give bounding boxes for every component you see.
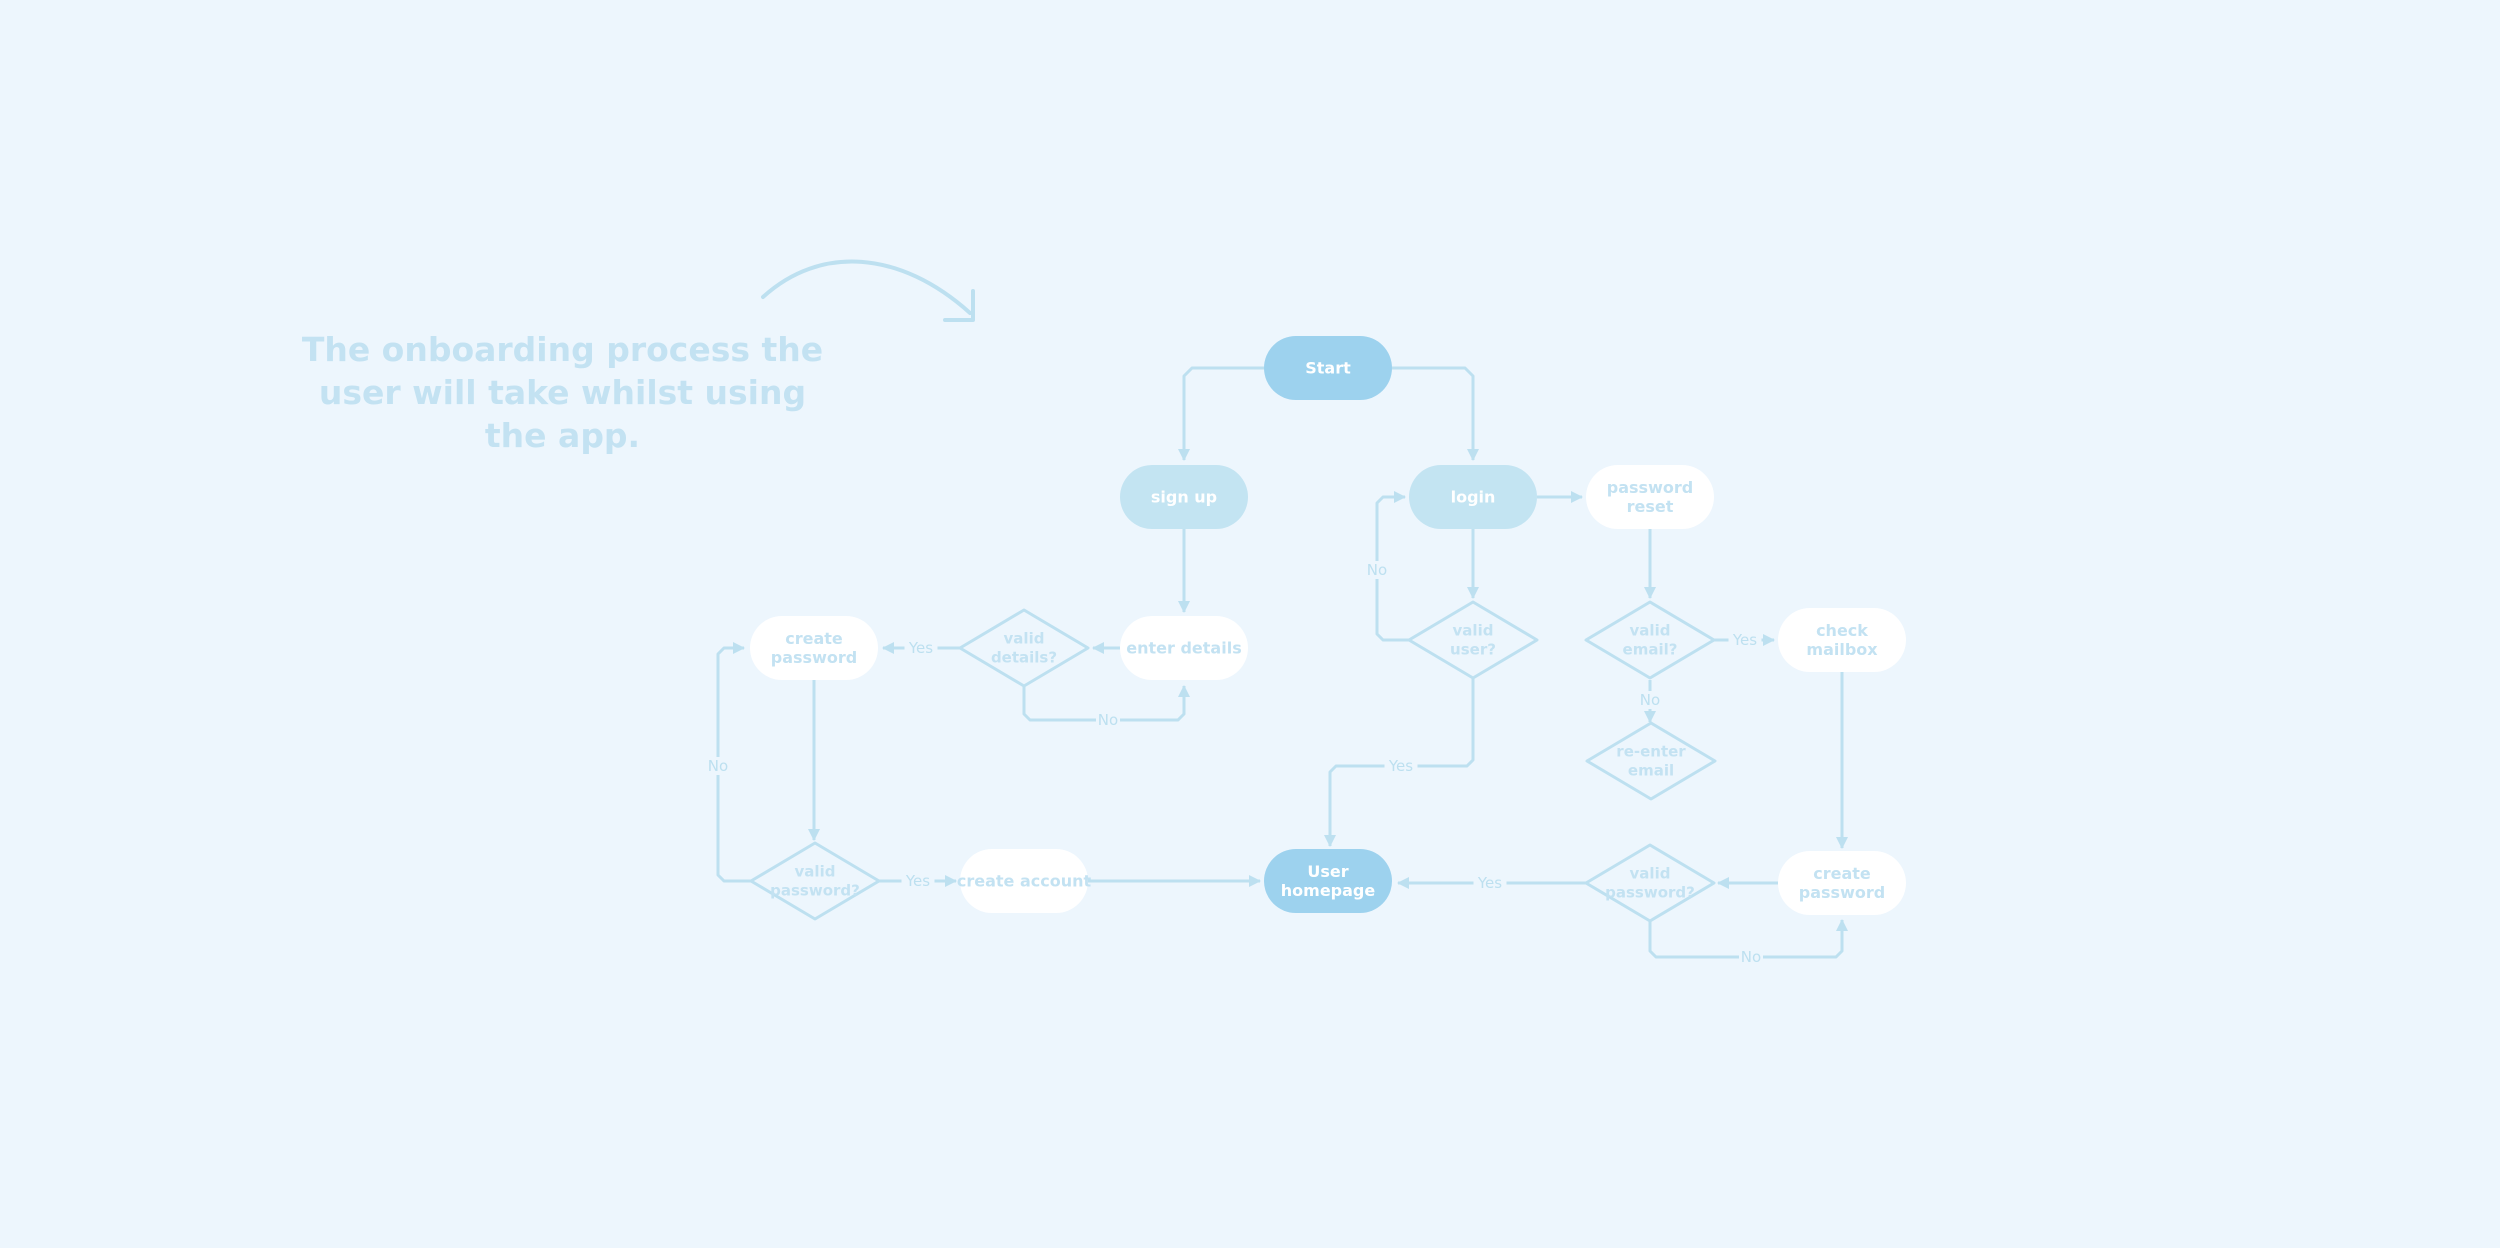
edge-valid-password-left-to-create-password-left-label: No: [708, 757, 728, 775]
node-start: Start: [1264, 336, 1392, 400]
edge-valid-user-to-login-label-bg: [1365, 561, 1389, 579]
node-create-account-shape: [960, 849, 1088, 913]
edge-valid-password-right-to-create-password-right-label: No: [1741, 948, 1761, 966]
node-user-homepage-shape: [1264, 849, 1392, 913]
node-start-label-1: Start: [1305, 359, 1351, 378]
node-valid-password-left-shape: [749, 841, 881, 921]
edge-valid-email-to-check-mailbox-label: Yes: [1732, 631, 1757, 649]
node-create-account-label-1: create account: [957, 872, 1092, 891]
node-valid-email-shape: [1584, 600, 1716, 680]
node-create-password-left-label-2: password: [771, 648, 857, 667]
edge-valid-email-to-re-enter-email-label: No: [1640, 691, 1660, 709]
node-valid-details-label-2: details?: [991, 649, 1057, 667]
node-password-reset-label-1: password: [1607, 478, 1693, 497]
node-create-password-right-label-1: create: [1813, 864, 1871, 883]
node-sign-up-shape: [1120, 465, 1248, 529]
edge-valid-details-to-enter-details-label: No: [1098, 711, 1118, 729]
node-valid-details-shape: [958, 608, 1090, 688]
node-user-homepage-label-1: User: [1307, 862, 1348, 881]
node-check-mailbox-label-1: check: [1816, 621, 1868, 640]
node-valid-details-label-1: valid: [1004, 630, 1045, 648]
node-valid-user-label-2: user?: [1450, 641, 1496, 659]
edge-valid-user-to-user-homepage-label: Yes: [1388, 757, 1413, 775]
edge-valid-details-to-create-password-left-label-bg: [904, 639, 938, 657]
node-start-shape: [1264, 336, 1392, 400]
node-valid-email-label-1: valid: [1630, 622, 1671, 640]
edge-valid-password-right-to-user-homepage-label: Yes: [1477, 874, 1502, 892]
edge-valid-email-to-check-mailbox-label-bg: [1728, 631, 1762, 649]
edge-valid-email-to-re-enter-email-label-bg: [1638, 691, 1662, 709]
node-enter-details-shape: [1120, 616, 1248, 680]
edge-valid-password-left-to-create-account-label: Yes: [905, 872, 930, 890]
node-valid-password-left-label-1: valid: [795, 863, 836, 881]
edge-valid-user-to-login-label: No: [1367, 561, 1387, 579]
node-login-label-1: login: [1451, 488, 1496, 507]
node-check-mailbox-shape: [1778, 608, 1906, 672]
node-sign-up: sign up: [1120, 465, 1248, 529]
caption-line-3: the app.: [484, 416, 641, 455]
node-password-reset-label-2: reset: [1627, 497, 1674, 516]
node-re-enter-email-label-1: re-enter: [1616, 743, 1686, 761]
diagram-caption: The onboarding process the user will tak…: [300, 328, 825, 457]
edge-start-to-login: [1392, 366, 1479, 461]
node-login-shape: [1409, 465, 1537, 529]
edge-valid-password-right-to-create-password-right-label-bg: [1739, 948, 1763, 966]
node-create-password-left-shape: [750, 616, 878, 680]
caption-line-2: user will take whilst using: [318, 373, 807, 412]
node-valid-password-left-label-2: password?: [770, 882, 860, 900]
edge-valid-user-to-user-homepage-label-bg: [1384, 757, 1418, 775]
node-valid-user-label-1: valid: [1453, 622, 1494, 640]
node-enter-details-label-1: enter details: [1126, 639, 1241, 658]
edge-start-to-sign-up: [1178, 366, 1264, 461]
node-valid-email-label-2: email?: [1623, 641, 1678, 659]
node-password-reset-shape: [1586, 465, 1714, 529]
node-create-password-right-label-2: password: [1799, 883, 1885, 902]
edge-valid-password-left-to-create-password-left-label-bg: [706, 757, 730, 775]
node-re-enter-email-label-2: email: [1628, 762, 1674, 780]
node-valid-password-right-label-1: valid: [1630, 865, 1671, 883]
edge-valid-details-to-enter-details-label-bg: [1096, 711, 1120, 729]
node-enter-details: enter details: [1120, 616, 1248, 680]
node-sign-up-label-1: sign up: [1151, 488, 1217, 507]
node-valid-password-right-label-2: password?: [1605, 884, 1695, 902]
edge-valid-password-right-to-user-homepage-label-bg: [1473, 874, 1507, 892]
node-create-account: create account: [957, 849, 1092, 913]
node-re-enter-email-shape: [1585, 721, 1717, 801]
node-valid-password-right-shape: [1584, 843, 1716, 923]
node-create-password-left-label-1: create: [785, 629, 843, 648]
node-user-homepage-label-2: homepage: [1281, 881, 1376, 900]
node-check-mailbox-label-2: mailbox: [1806, 640, 1878, 659]
node-create-password-right-shape: [1778, 851, 1906, 915]
node-login: login: [1409, 465, 1537, 529]
edge-valid-password-left-to-create-account-label-bg: [901, 872, 935, 890]
node-valid-user-shape: [1407, 600, 1539, 680]
caption-line-1: The onboarding process the: [301, 330, 824, 369]
curved-arrow-icon: [761, 259, 975, 322]
edge-valid-details-to-create-password-left-label: Yes: [908, 639, 933, 657]
